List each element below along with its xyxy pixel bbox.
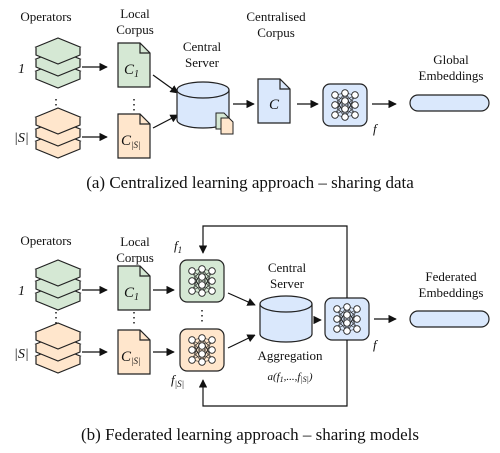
central-server-label-b-line1: Central <box>268 260 307 275</box>
operator-green-stack-icon <box>35 37 81 89</box>
operator-orange-stack-icon-b <box>35 322 81 374</box>
local-model-last-label: f|S| <box>171 372 184 389</box>
panel-a: Operators Local Corpus 1 C1 ⋮ ⋮ |S| C|S|… <box>14 6 490 192</box>
federated-model-label: f <box>373 337 379 352</box>
corpus-last-label: C|S| <box>121 133 140 150</box>
global-embeddings-vector <box>409 94 490 112</box>
central-server-database-icon-b <box>259 295 313 343</box>
dots-corpus-b: ⋮ <box>127 311 141 326</box>
central-server-label-b-line2: Server <box>270 276 305 291</box>
aggregation-label: Aggregation <box>258 348 323 363</box>
federated-embeddings-label-line2: Embeddings <box>419 285 484 300</box>
operator-green-stack-icon-b <box>35 259 81 311</box>
arrow-local-model-last-to-server <box>227 334 256 349</box>
local-corpus-label-b-line1: Local <box>120 234 150 249</box>
operator-last-label-b: |S| <box>14 347 29 362</box>
central-server-label-line1: Central <box>183 39 222 54</box>
operator-last-label: |S| <box>14 131 29 146</box>
global-model-label: f <box>373 121 379 136</box>
operator-orange-stack-icon <box>35 107 81 159</box>
global-embeddings-label-line1: Global <box>433 52 469 67</box>
local-corpus-label-line2: Corpus <box>116 22 154 37</box>
feedback-arrow-bottom <box>198 340 348 407</box>
operator-first-label: 1 <box>18 62 25 77</box>
server-docs-icon <box>215 112 234 135</box>
caption-b: (b) Federated learning approach – sharin… <box>81 425 419 444</box>
global-embeddings-label-line2: Embeddings <box>419 68 484 83</box>
panel-b: Operators Local Corpus 1 C1 ⋮ ⋮ |S| C|S|… <box>14 225 490 444</box>
federated-embeddings-vector <box>409 310 490 328</box>
operators-label: Operators <box>20 9 71 24</box>
aggregation-formula: a(f1,...,f|S|) <box>267 371 312 384</box>
centralised-corpus-doc-label: C <box>269 97 280 113</box>
centralised-corpus-label-line2: Corpus <box>257 25 295 40</box>
dots-corpus: ⋮ <box>127 98 141 113</box>
arrow-corpus-last-to-server <box>152 114 179 129</box>
arrow-local-model-to-server <box>227 292 256 306</box>
arrow-corpus-to-server <box>152 74 179 94</box>
corpus-first-label: C1 <box>124 62 139 80</box>
local-corpus-label-b-line2: Corpus <box>116 250 154 265</box>
local-model-first-label: f1 <box>174 238 182 255</box>
local-corpus-label-line1: Local <box>120 6 150 21</box>
dots-operators-b: ⋮ <box>49 311 63 326</box>
corpus-first-label-b: C1 <box>124 285 139 303</box>
operators-label-b: Operators <box>20 233 71 248</box>
operator-first-label-b: 1 <box>18 284 25 299</box>
corpus-last-label-b: C|S| <box>121 349 140 366</box>
federated-embeddings-label-line1: Federated <box>425 269 477 284</box>
caption-a: (a) Centralized learning approach – shar… <box>86 173 414 192</box>
dots-models-b: ⋮ <box>195 309 209 324</box>
feedback-arrow-top <box>198 225 348 298</box>
centralised-corpus-label-line1: Centralised <box>246 9 306 24</box>
central-server-label-line2: Server <box>185 55 220 70</box>
